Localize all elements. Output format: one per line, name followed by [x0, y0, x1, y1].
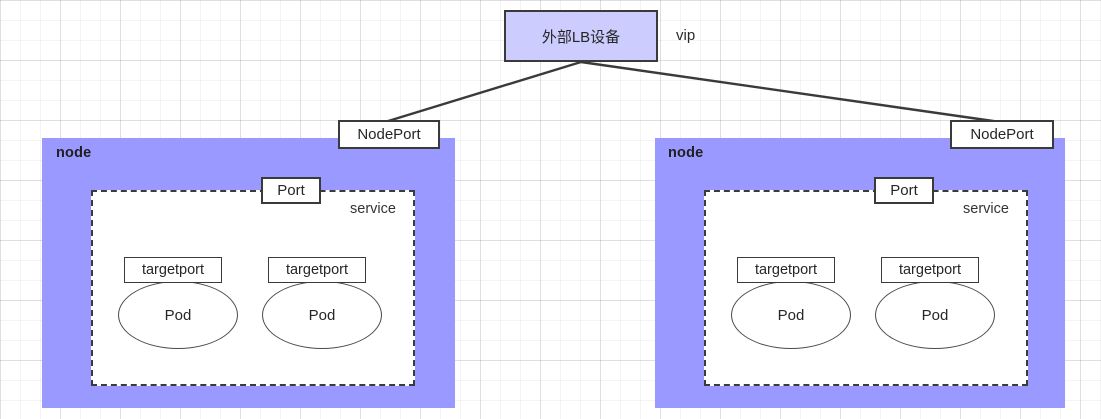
targetport-box-left-1[interactable]: targetport — [124, 257, 222, 283]
pod-right-1[interactable]: Pod — [731, 281, 851, 349]
pod-label-left-2: Pod — [308, 306, 336, 324]
pod-left-2[interactable]: Pod — [262, 281, 382, 349]
port-label-right: Port — [890, 182, 918, 199]
external-lb-box[interactable]: 外部LB设备 — [504, 10, 658, 62]
targetport-box-right-1[interactable]: targetport — [737, 257, 835, 283]
pod-right-2[interactable]: Pod — [875, 281, 995, 349]
targetport-label-left-1: targetport — [141, 262, 205, 278]
edge-lb-to-left-nodeport — [383, 60, 583, 124]
targetport-box-right-2[interactable]: targetport — [881, 257, 979, 283]
nodeport-label-left: NodePort — [357, 126, 421, 143]
node-label-right: node — [668, 145, 704, 161]
port-box-right[interactable]: Port — [874, 177, 934, 204]
nodeport-box-right[interactable]: NodePort — [950, 120, 1054, 149]
port-label-left: Port — [277, 182, 305, 199]
nodeport-label-right: NodePort — [970, 126, 1034, 143]
pod-label-right-2: Pod — [921, 306, 949, 324]
edge-lb-to-right-nodeport — [579, 60, 1002, 124]
node-label-left: node — [56, 145, 92, 161]
external-lb-label: 外部LB设备 — [541, 28, 621, 46]
targetport-label-right-1: targetport — [754, 262, 818, 278]
pod-label-right-1: Pod — [777, 306, 805, 324]
pod-label-left-1: Pod — [164, 306, 192, 324]
targetport-label-right-2: targetport — [898, 262, 962, 278]
targetport-label-left-2: targetport — [285, 262, 349, 278]
service-label-left: service — [350, 201, 396, 217]
pod-left-1[interactable]: Pod — [118, 281, 238, 349]
nodeport-box-left[interactable]: NodePort — [338, 120, 440, 149]
targetport-box-left-2[interactable]: targetport — [268, 257, 366, 283]
vip-label: vip — [676, 27, 696, 44]
port-box-left[interactable]: Port — [261, 177, 321, 204]
service-label-right: service — [963, 201, 1009, 217]
